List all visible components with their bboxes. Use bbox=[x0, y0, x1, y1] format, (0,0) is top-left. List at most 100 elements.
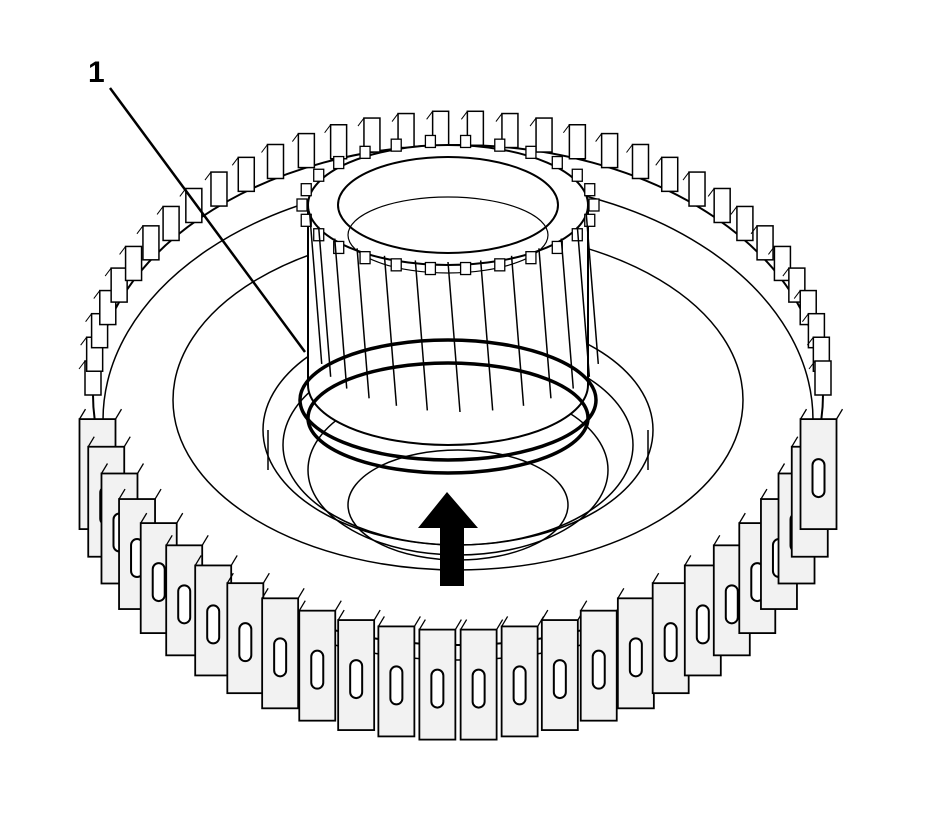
gear-tooth-tip bbox=[390, 258, 402, 272]
drum-front-tooth-edge bbox=[261, 587, 269, 599]
gear-tooth-tip bbox=[525, 145, 537, 159]
drum-back-tooth-edge bbox=[806, 336, 814, 346]
drum-back-tooth bbox=[814, 360, 832, 396]
gear-tooth-tip bbox=[494, 138, 506, 152]
drum-front-tooth-edge bbox=[165, 534, 173, 546]
drum-back-tooth-edge bbox=[495, 113, 503, 122]
drum-front-tooth-edge bbox=[100, 463, 109, 474]
drum-tooth-slot bbox=[389, 665, 404, 706]
drum-tooth-slot bbox=[591, 649, 606, 690]
drum-back-tooth-edge bbox=[707, 188, 715, 197]
gear-tooth-tip bbox=[424, 261, 437, 276]
drum-tooth-slot bbox=[663, 622, 678, 663]
drum-front-tooth-edge bbox=[791, 436, 799, 448]
drum-tooth-slot bbox=[177, 584, 192, 625]
drum-back-tooth-edge bbox=[204, 171, 212, 181]
drum-back-tooth bbox=[363, 117, 381, 153]
drum-front-tooth-edge bbox=[201, 534, 209, 546]
gear-tooth-tip bbox=[551, 240, 563, 255]
callout-leader-line bbox=[108, 87, 307, 353]
gear-tooth-tip bbox=[584, 213, 596, 227]
gear-tooth-tip bbox=[571, 168, 583, 182]
drum-back-tooth-edge bbox=[80, 336, 88, 346]
gear-spline-line bbox=[308, 213, 323, 364]
drum-back-tooth-edge bbox=[357, 117, 365, 127]
drum-back-tooth bbox=[237, 156, 256, 193]
drum-front-tooth-edge bbox=[176, 512, 184, 524]
gear-tooth-tip bbox=[424, 134, 437, 149]
drum-back-tooth-edge bbox=[802, 313, 809, 322]
drum-back-tooth-edge bbox=[529, 117, 537, 127]
drum-back-tooth-edge bbox=[85, 313, 92, 322]
drum-back-tooth bbox=[756, 225, 774, 261]
drum-front-tooth-edge bbox=[226, 572, 234, 584]
drum-back-tooth bbox=[266, 143, 285, 180]
gear-spline-line bbox=[538, 248, 552, 399]
drum-back-tooth-edge bbox=[626, 144, 633, 153]
drum-front-tooth-edge bbox=[118, 488, 126, 500]
gear-bore bbox=[337, 156, 559, 254]
gear-bore-inner bbox=[347, 196, 549, 274]
drum-tooth-slot bbox=[310, 649, 325, 690]
drum-back-tooth bbox=[713, 187, 731, 224]
gear-tooth-tip bbox=[588, 198, 600, 212]
drum-front-tooth-edge bbox=[541, 609, 549, 621]
drum-back-tooth-edge bbox=[78, 360, 86, 370]
drum-front-tooth-edge bbox=[496, 619, 504, 630]
drum-front-tooth-edge bbox=[136, 463, 145, 474]
gear-body bbox=[307, 205, 589, 446]
drum-back-tooth-edge bbox=[93, 290, 101, 299]
drum-back-tooth bbox=[568, 123, 587, 160]
gear-spline-line bbox=[447, 261, 461, 413]
drum-back-tooth-edge bbox=[426, 110, 434, 120]
drum-tooth-slot bbox=[349, 659, 364, 700]
drum-tooth-slot bbox=[471, 668, 486, 709]
drum-front-tooth-edge bbox=[297, 587, 305, 599]
drum-back-tooth bbox=[631, 143, 650, 180]
drum-back-tooth bbox=[773, 245, 792, 282]
drum-back-tooth-edge bbox=[119, 246, 126, 255]
gear-spline-line bbox=[560, 238, 575, 389]
drum-tooth-slot bbox=[811, 458, 826, 499]
drum-back-tooth bbox=[124, 245, 143, 282]
drum-back-tooth bbox=[688, 171, 706, 207]
drum-back-tooth bbox=[329, 123, 348, 160]
drum-back-tooth bbox=[501, 112, 519, 149]
gear-tooth-tip bbox=[390, 138, 402, 152]
drum-back-tooth-edge bbox=[782, 267, 790, 277]
snap-ring-lower bbox=[306, 361, 590, 475]
drum-tooth-slot bbox=[430, 668, 445, 709]
drum-back-tooth-edge bbox=[104, 267, 112, 277]
gear-tooth-tip bbox=[313, 168, 325, 182]
drum-front-tooth-edge bbox=[230, 555, 238, 566]
callout-label-1: 1 bbox=[88, 56, 105, 89]
drum-front-tooth-edge bbox=[140, 512, 148, 524]
drum-back-tooth-edge bbox=[136, 225, 144, 235]
drum-back-tooth-edge bbox=[291, 133, 299, 142]
drum-back-tooth bbox=[736, 205, 754, 242]
drum-back-tooth-edge bbox=[655, 157, 663, 166]
drum-front-tooth-edge bbox=[760, 488, 768, 500]
drum-front-tooth-edge bbox=[377, 616, 385, 627]
front-drum-teeth bbox=[78, 408, 844, 741]
gear-spline-line bbox=[510, 255, 525, 406]
gear-tooth-tip bbox=[300, 183, 312, 197]
drum-front-tooth-edge bbox=[337, 609, 345, 621]
drum-front-tooth-edge bbox=[114, 408, 123, 420]
drum-back-tooth-edge bbox=[730, 206, 738, 215]
drum-back-tooth bbox=[210, 171, 228, 207]
gear-tooth-tip bbox=[459, 134, 472, 149]
drum-tooth-slot bbox=[151, 562, 166, 603]
drum-front-tooth-edge bbox=[334, 600, 342, 612]
drum-back-tooth-edge bbox=[682, 171, 690, 181]
drum-front-tooth-edge bbox=[418, 619, 426, 630]
gear-tooth-tip bbox=[296, 198, 308, 212]
drum-front-tooth-edge bbox=[154, 488, 162, 500]
drum-front-tooth-edge bbox=[835, 408, 844, 420]
gear-tooth-tip bbox=[300, 213, 312, 227]
drum-back-tooth-edge bbox=[808, 360, 816, 370]
drum-tooth-slot bbox=[628, 637, 643, 678]
gear-tooth-tip bbox=[333, 155, 345, 170]
drum-back-tooth-edge bbox=[460, 110, 468, 120]
